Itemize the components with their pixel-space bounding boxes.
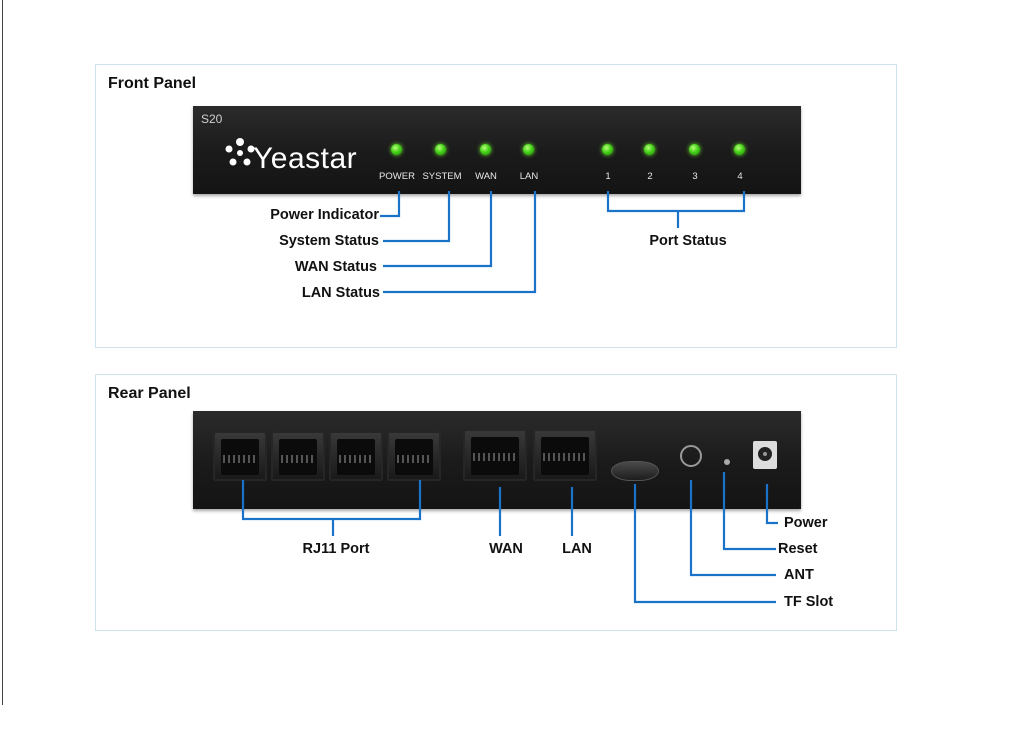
- left-border: [2, 0, 3, 705]
- leader-tf: [633, 484, 776, 604]
- leader-reset: [722, 472, 776, 551]
- callout-system-status: System Status: [279, 233, 379, 249]
- led-label-system: SYSTEM: [422, 171, 462, 182]
- yeastar-logo-icon: [225, 138, 255, 166]
- callout-rj11-port: RJ11 Port: [302, 541, 370, 557]
- front-panel-title: Front Panel: [108, 75, 197, 92]
- led-port-3: [689, 144, 700, 155]
- ant-connector: [680, 445, 702, 467]
- rear-device-image: [193, 411, 801, 509]
- led-port-4: [734, 144, 745, 155]
- callout-tf-slot: TF Slot: [784, 594, 834, 610]
- led-label-lan: LAN: [519, 171, 539, 182]
- led-label-port-1: 1: [605, 171, 611, 182]
- leader-power-rear: [765, 484, 778, 525]
- led-label-power: POWER: [379, 171, 415, 182]
- leader-system: [383, 191, 451, 243]
- callout-lan: LAN: [562, 541, 592, 557]
- led-label-port-2: 2: [647, 171, 653, 182]
- led-power: [391, 144, 402, 155]
- wan-port: [463, 429, 527, 481]
- callout-port-status: Port Status: [649, 233, 727, 249]
- tf-slot: [611, 461, 659, 481]
- device-brand-label: Yeastar: [253, 142, 358, 175]
- rear-panel-title: Rear Panel: [108, 385, 191, 402]
- callout-wan-status: WAN Status: [294, 259, 377, 275]
- device-model-label: S20: [201, 112, 223, 126]
- rj11-port-1: [213, 431, 267, 481]
- led-lan: [523, 144, 534, 155]
- leader-rj11: [241, 480, 422, 521]
- callout-wan: WAN: [489, 541, 523, 557]
- led-port-2: [644, 144, 655, 155]
- led-label-port-4: 4: [737, 171, 743, 182]
- callout-power-indicator: Power Indicator: [270, 207, 379, 223]
- front-device-image: S20 Yeastar POWER SYSTEM WAN LAN 1 2 3 4: [193, 106, 801, 194]
- lan-port: [533, 429, 597, 481]
- leader-ant: [689, 480, 776, 577]
- led-system: [435, 144, 446, 155]
- leader-wan: [383, 191, 493, 268]
- callout-lan-status: LAN Status: [301, 285, 380, 301]
- callout-power: Power: [784, 515, 828, 531]
- leader-ports: [606, 191, 746, 213]
- rj11-port-2: [271, 431, 325, 481]
- led-label-wan: WAN: [475, 171, 497, 182]
- led-label-port-3: 3: [692, 171, 698, 182]
- callout-ant: ANT: [784, 567, 814, 583]
- leader-power: [380, 191, 401, 218]
- led-port-1: [602, 144, 613, 155]
- callout-reset: Reset: [778, 541, 818, 557]
- rj11-port-3: [329, 431, 383, 481]
- reset-button: [724, 459, 730, 465]
- led-wan: [480, 144, 491, 155]
- rj11-port-4: [387, 431, 441, 481]
- power-jack: [753, 441, 777, 469]
- leader-lan: [383, 191, 537, 294]
